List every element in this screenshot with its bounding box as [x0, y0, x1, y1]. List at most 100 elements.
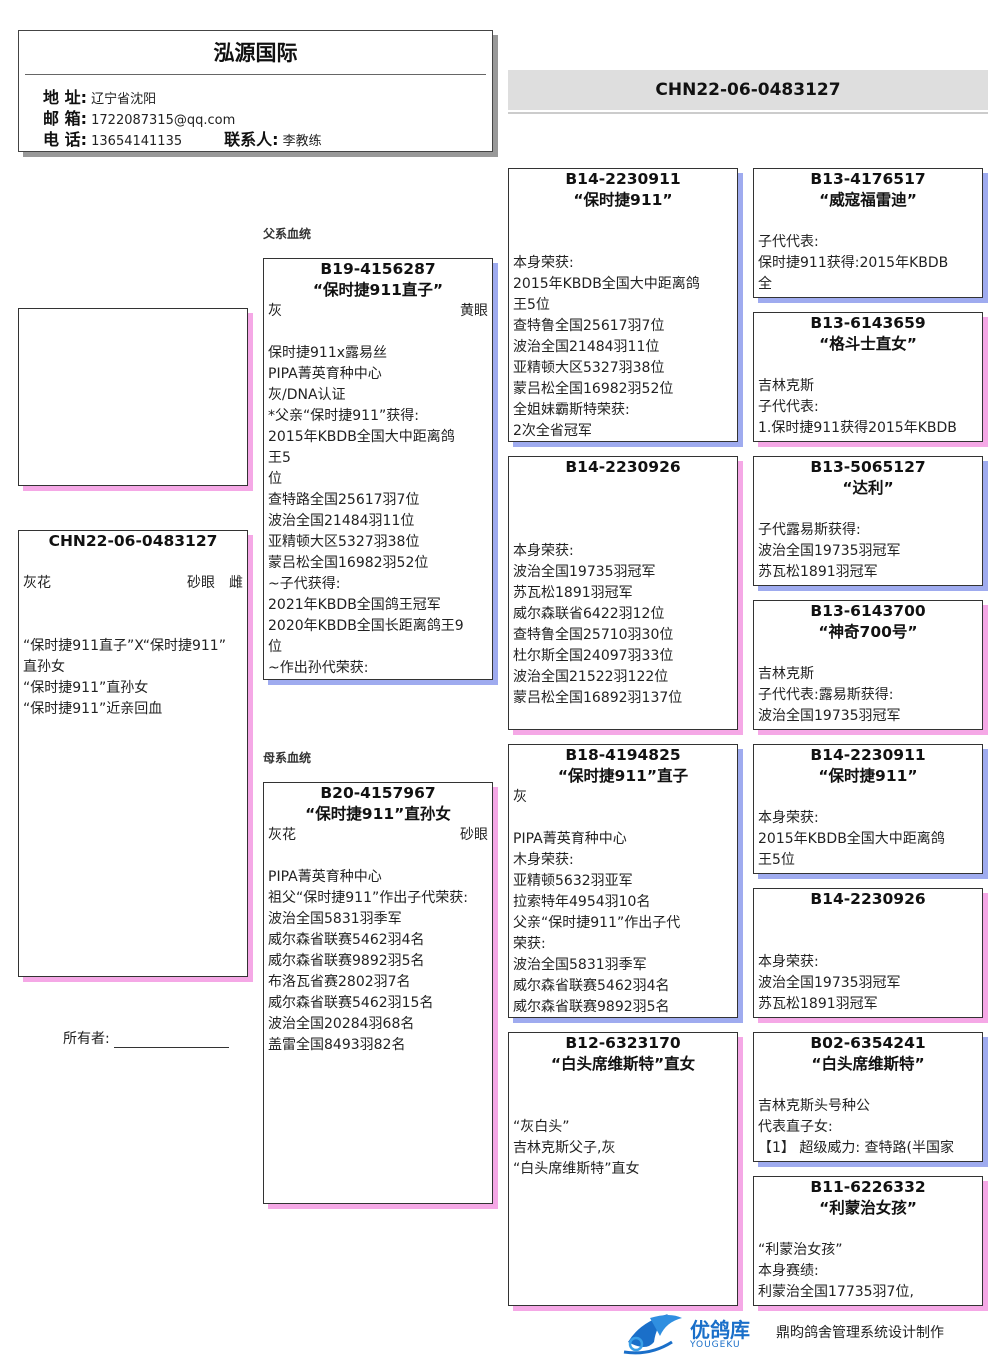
loft-info-card: 泓源国际 地 址: 辽宁省沈阳 邮 箱: 1722087315@qq.com 电… [18, 30, 493, 152]
ring-id: B14-2230911 [810, 746, 926, 764]
achievement-line: 查特路全国25617羽7位 [268, 492, 420, 508]
achievement-line: 保时捷911x露易丝 [268, 345, 388, 361]
achievement-line: “白头席维斯特”直女 [513, 1161, 640, 1177]
pigeon-name: “保时捷911”直孙女 [305, 805, 451, 823]
ring-number-banner: CHN22-06-0483127 [508, 70, 988, 112]
contact-label: 联系人: [224, 130, 279, 149]
achievement-line: PIPA菁英育种中心 [513, 831, 627, 847]
spacer [754, 1219, 982, 1240]
achievement-line: ~作出孙代荣获: [268, 660, 369, 676]
plumage-color: 灰 [513, 789, 527, 805]
ring-id: B19-4156287 [320, 260, 436, 278]
achievement-line: 2020年KBDB全国长距离鸽王9 [268, 618, 464, 634]
ring-id: B14-2230911 [565, 170, 681, 188]
gen3-pigeon-card: B11-6226332“利蒙治女孩”“利蒙治女孩”本身赛绩:利蒙治全国17735… [753, 1176, 983, 1306]
ring-id: B18-4194825 [565, 746, 681, 764]
pigeon-name: “神奇700号” [818, 623, 918, 641]
loft-name: 泓源国际 [213, 41, 298, 65]
color-eye-row: 灰 [509, 787, 737, 808]
achievement-line: 苏瓦松1891羽冠军 [758, 996, 878, 1012]
achievement-line: 位 [268, 639, 282, 655]
achievement-line: 亚精顿大区5327羽38位 [513, 360, 665, 376]
email-label: 邮 箱: [43, 109, 87, 128]
owner-label: 所有者: [63, 1031, 110, 1047]
gen2-pigeon-card: B12-6323170“白头席维斯特”直女“灰白头”吉林克斯父子,灰“白头席维斯… [508, 1032, 738, 1306]
spacer [754, 355, 982, 376]
achievement-line: 子代代表:露易斯获得: [758, 687, 894, 703]
achievement-line: 苏瓦松1891羽冠军 [513, 585, 633, 601]
ring-id: B13-6143700 [810, 602, 926, 620]
ring-id: B14-2230926 [565, 458, 681, 476]
achievement-line: 波治全国5831羽季军 [513, 957, 647, 973]
email-value: 1722087315@qq.com [91, 113, 236, 128]
gen3-pigeon-card: B13-6143700“神奇700号”吉林克斯子代代表:露易斯获得:波治全国19… [753, 600, 983, 730]
spacer [754, 211, 982, 232]
dam-line-label: 母系血统 [263, 751, 312, 765]
achievement-line: 位 [268, 471, 282, 487]
gen3-pigeon-card: B02-6354241“白头席维斯特”吉林克斯头号种公代表直子女:【1】 超级威… [753, 1032, 983, 1162]
achievement-line: 本身荣获: [513, 255, 574, 271]
pigeon-name: “利蒙治女孩” [819, 1199, 917, 1217]
achievement-line: 波治全国19735羽冠军 [758, 543, 901, 559]
pigeon-name: “白头席维斯特” [811, 1055, 925, 1073]
phone-label: 电 话: [43, 130, 87, 149]
achievement-line: 子代代表: [758, 399, 819, 415]
pigeon-name: “保时捷911直子” [312, 281, 444, 299]
achievement-line: “灰白头” [513, 1119, 570, 1135]
achievement-line: 灰/DNA认证 [268, 387, 346, 403]
eye-type: 砂眼 [460, 827, 488, 843]
achievement-line: 威尔森省联赛9892羽5名 [513, 999, 670, 1015]
achievement-line: 蒙吕松全国16982羽52位 [268, 555, 429, 571]
achievement-line: 1.保时捷911获得2015年KBDB [758, 420, 957, 436]
achievement-line: 木身荣获: [513, 852, 574, 868]
achievement-line: 杜尔斯全国24097羽33位 [513, 648, 674, 664]
subject-ring-id: CHN22-06-0483127 [48, 532, 218, 550]
subject-note-line: “保时捷911”直孙女 [23, 680, 149, 696]
achievement-line: 本身荣获: [758, 954, 819, 970]
achievement-line: 全 [758, 276, 772, 292]
achievement-line: 布洛瓦省赛2802羽7名 [268, 974, 411, 990]
achievement-line: 吉林克斯 [758, 378, 814, 394]
system-credit: 鼎昀鸽舍管理系统设计制作 [776, 1325, 944, 1341]
subject-pigeon-card: CHN22-06-0483127 灰花砂眼雌 “保时捷911直子”X“保时捷91… [18, 530, 248, 977]
address-label: 地 址: [43, 88, 87, 107]
color-eye-row [509, 499, 737, 520]
achievement-line: 王5位 [513, 297, 550, 313]
subject-sex: 雌 [229, 575, 243, 591]
achievement-line: 吉林克斯父子,灰 [513, 1140, 616, 1156]
achievement-line: 利蒙治全国17735羽7位, [758, 1284, 914, 1300]
gen3-pigeon-card: B13-4176517“威寇福雷迪”子代代表:保时捷911获得:2015年KBD… [753, 168, 983, 298]
spacer [754, 643, 982, 664]
achievement-line: 亚精顿大区5327羽38位 [268, 534, 420, 550]
owner-field: 所有者: [63, 1028, 229, 1048]
plumage-color: 灰花 [268, 827, 296, 843]
achievement-line: 本身赛绩: [758, 1263, 819, 1279]
divider [25, 74, 486, 75]
achievement-line: 蒙吕松全国16982羽52位 [513, 381, 674, 397]
color-eye-row [509, 211, 737, 232]
ring-id: B20-4157967 [320, 784, 436, 802]
achievement-line: 祖父“保时捷911”作出子代荣获: [268, 890, 468, 906]
email-row: 邮 箱: 1722087315@qq.com [43, 105, 235, 129]
achievement-line: 代表直子女: [758, 1119, 833, 1135]
phone-value: 13654141135 [91, 134, 183, 149]
pigeon-name: “保时捷911”直子 [557, 767, 689, 785]
plumage-color: 灰 [268, 303, 282, 319]
ring-id: B13-6143659 [810, 314, 926, 332]
achievement-line: 波治全国21484羽11位 [268, 513, 415, 529]
achievement-line: 本身荣获: [758, 810, 819, 826]
achievement-line: 王5 [268, 450, 291, 466]
achievement-line: 波治全国20284羽68名 [268, 1016, 415, 1032]
achievement-line: 查特鲁全国25710羽30位 [513, 627, 674, 643]
ring-id: B02-6354241 [810, 1034, 926, 1052]
achievement-line: 威尔森省联赛9892羽5名 [268, 953, 425, 969]
achievement-line: 威尔森省联赛5462羽4名 [268, 932, 425, 948]
ring-id: B13-4176517 [810, 170, 926, 188]
yougeku-logo-icon [623, 1314, 682, 1355]
pigeon-name: “达利” [842, 479, 894, 497]
achievement-line: 2015年KBDB全国大中距离鸽 [513, 276, 700, 292]
spacer [754, 499, 982, 520]
